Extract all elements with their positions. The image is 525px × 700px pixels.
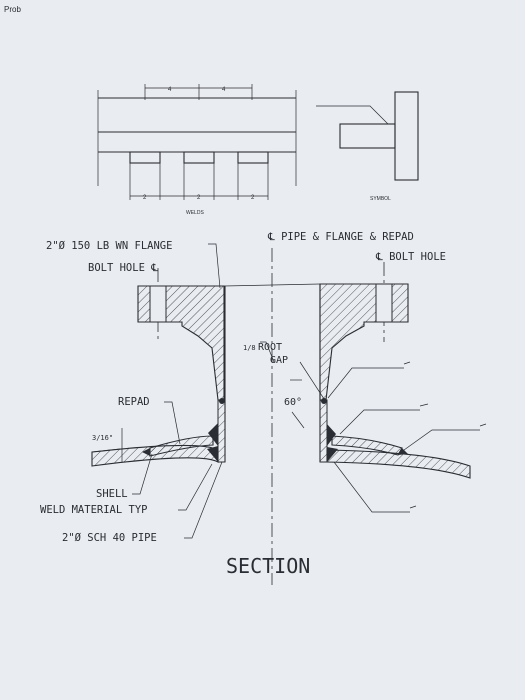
- label-bolt-hole-right: ℄ BOLT HOLE: [375, 251, 446, 263]
- label-flange: 2"Ø 150 LB WN FLANGE: [46, 240, 172, 252]
- label-pipe: 2"Ø SCH 40 PIPE: [62, 532, 157, 544]
- welds-top-view: 4 4 2 2 2 WELDS: [97, 84, 297, 216]
- dim-bottom-2: 2: [197, 195, 201, 201]
- label-pipe-flange-repad: ℄ PIPE & FLANGE & REPAD: [267, 231, 414, 243]
- label-repad-thickness: 3/16": [92, 434, 113, 442]
- symbol-caption: SYMBOL: [370, 196, 391, 202]
- label-weld-material: WELD MATERIAL TYP: [40, 504, 147, 516]
- label-repad: REPAD: [118, 396, 150, 408]
- label-bolt-hole-left: BOLT HOLE ℄: [88, 262, 158, 274]
- weld-symbol: SYMBOL: [316, 91, 419, 202]
- dim-top-2: 4: [222, 87, 226, 93]
- dim-bottom-1: 2: [143, 195, 147, 201]
- section-view: [91, 243, 487, 585]
- section-title: SECTION: [226, 554, 310, 578]
- label-shell: SHELL: [96, 488, 128, 500]
- dim-top-1: 4: [168, 87, 172, 93]
- label-root-gap-line1: ROOT: [258, 342, 282, 353]
- label-root-gap-line2: GAP: [270, 355, 288, 366]
- welds-caption: WELDS: [186, 210, 204, 216]
- dim-bottom-3: 2: [251, 195, 255, 201]
- label-root-gap-fraction: 1/8: [243, 344, 256, 352]
- label-angle: 60°: [284, 397, 302, 408]
- corner-text: Prob: [4, 5, 21, 14]
